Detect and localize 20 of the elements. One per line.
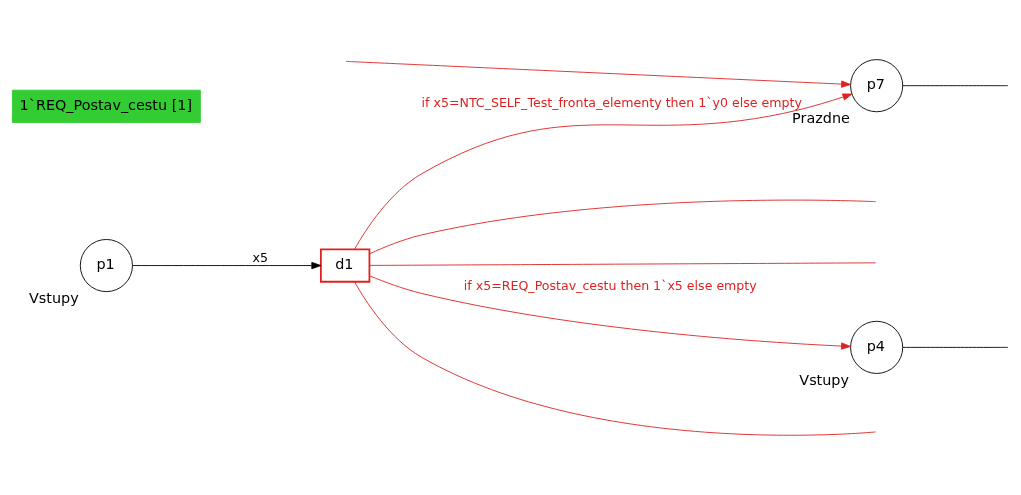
node-box: d1: [319, 248, 371, 283]
arrow: [345, 60, 852, 88]
edge-label: x5: [252, 250, 268, 266]
node-circle: p1: [79, 239, 133, 293]
arrow: [354, 93, 853, 250]
node-label: Prazdne: [792, 110, 850, 127]
arrow: [132, 261, 322, 270]
connector: [902, 85, 1009, 87]
node-label: Vstupy: [799, 371, 850, 388]
node-circle: p4: [850, 320, 904, 374]
node-label: Vstupy: [29, 290, 79, 307]
connector: [354, 281, 877, 436]
node-circle: p7: [850, 59, 904, 113]
connector: [902, 346, 1009, 348]
edge-label: if x5=REQ_Postav_cestu then 1`x5 else empty: [463, 278, 757, 293]
label: 1`REQ_Postav_cestu [1]: [19, 96, 193, 113]
edge-label: if x5=NTC_SELF_Test_fronta_elementy then 1`y0 else empty: [421, 94, 802, 110]
connector: [369, 199, 877, 255]
connector: [369, 262, 877, 266]
arrow: [369, 275, 851, 350]
